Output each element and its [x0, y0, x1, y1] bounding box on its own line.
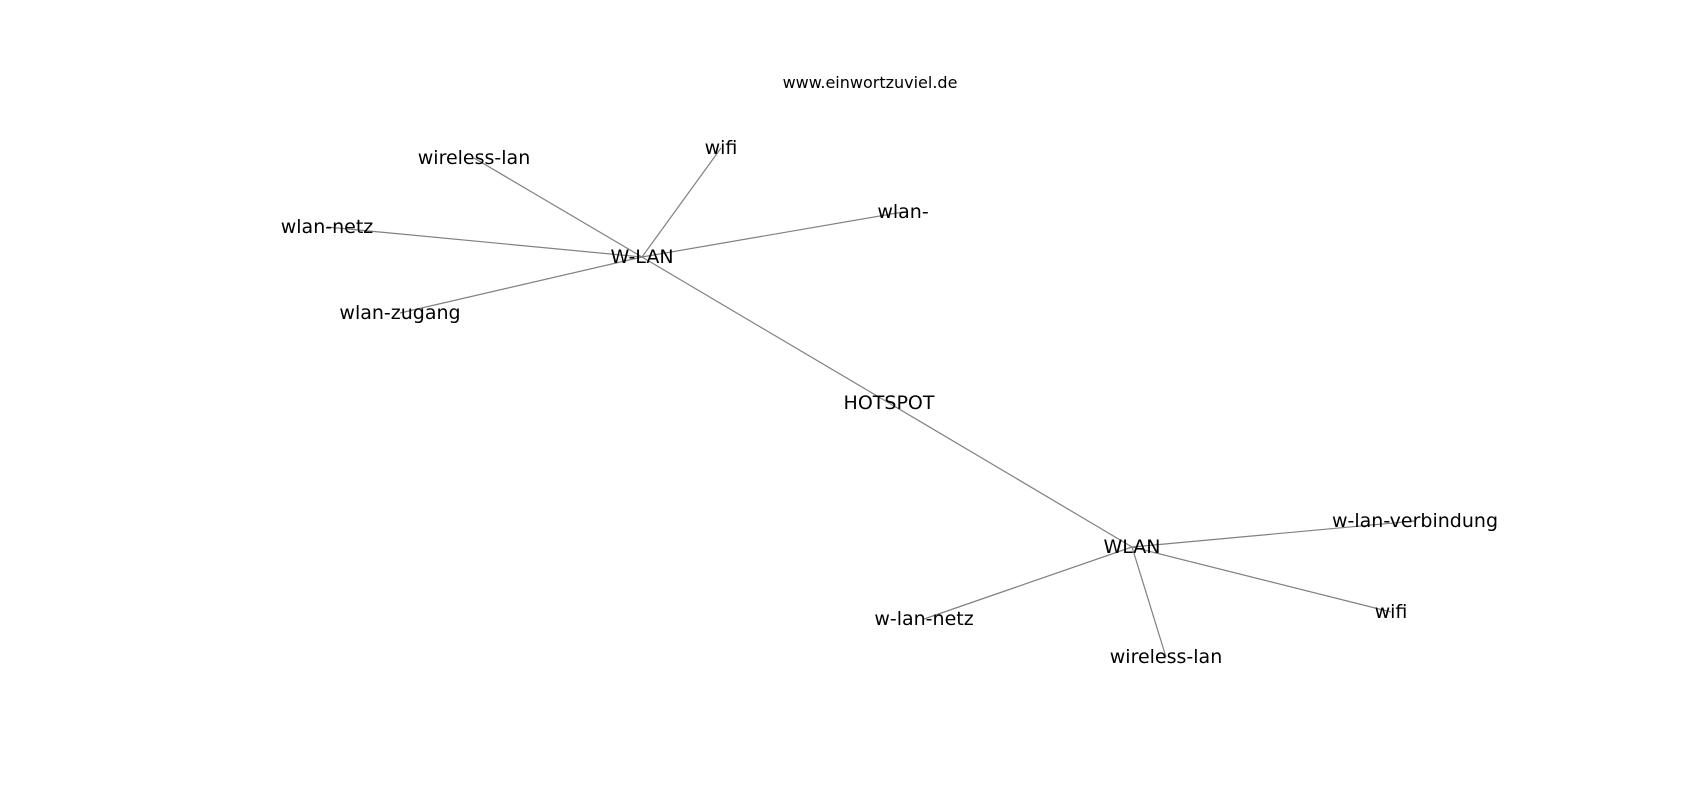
source-website-label: www.einwortzuviel.de: [783, 73, 958, 92]
node-label-wlan-wireless-lan: wireless-lan: [1110, 646, 1223, 668]
node-label-w-lan-wifi: wifi: [705, 137, 738, 159]
node-label-hotspot: HOTSPOT: [844, 392, 935, 414]
edge-hotspot-wlan: [888, 402, 1133, 548]
edge-wlan-wlan-w-lan-netz: [923, 546, 1133, 620]
edge-w-lan-w-lan-wlan-: [641, 211, 904, 258]
nodes-layer: HOTSPOT W-LAN WLAN wireless-lan wifi wlan-net…: [281, 137, 1498, 668]
node-label-w-lan-wlan-: wlan-: [877, 201, 928, 223]
node-label-w-lan-wireless-lan: wireless-lan: [418, 147, 531, 169]
node-label-wlan-wifi: wifi: [1375, 601, 1408, 623]
edge-w-lan-w-lan-wlan-netz: [326, 226, 643, 258]
edge-wlan-wlan-w-lan-verbindung: [1131, 520, 1416, 548]
node-label-wlan: WLAN: [1103, 536, 1160, 558]
edge-w-lan-w-lan-wifi: [641, 147, 722, 258]
node-label-w-lan-wlan-zugang: wlan-zugang: [339, 302, 460, 324]
edge-wlan-wlan-wifi: [1131, 546, 1392, 613]
edge-hotspot-w-lan: [641, 256, 890, 404]
node-label-wlan-w-lan-netz: w-lan-netz: [874, 608, 973, 630]
node-label-w-lan-wlan-netz: wlan-netz: [281, 216, 374, 238]
edge-wlan-wlan-wireless-lan: [1131, 546, 1167, 658]
edge-w-lan-w-lan-wlan-zugang: [399, 256, 643, 314]
node-label-w-lan: W-LAN: [610, 246, 673, 268]
edge-w-lan-w-lan-wireless-lan: [473, 157, 643, 258]
node-label-wlan-w-lan-verbindung: w-lan-verbindung: [1332, 510, 1498, 532]
edges-layer: [326, 147, 1416, 658]
